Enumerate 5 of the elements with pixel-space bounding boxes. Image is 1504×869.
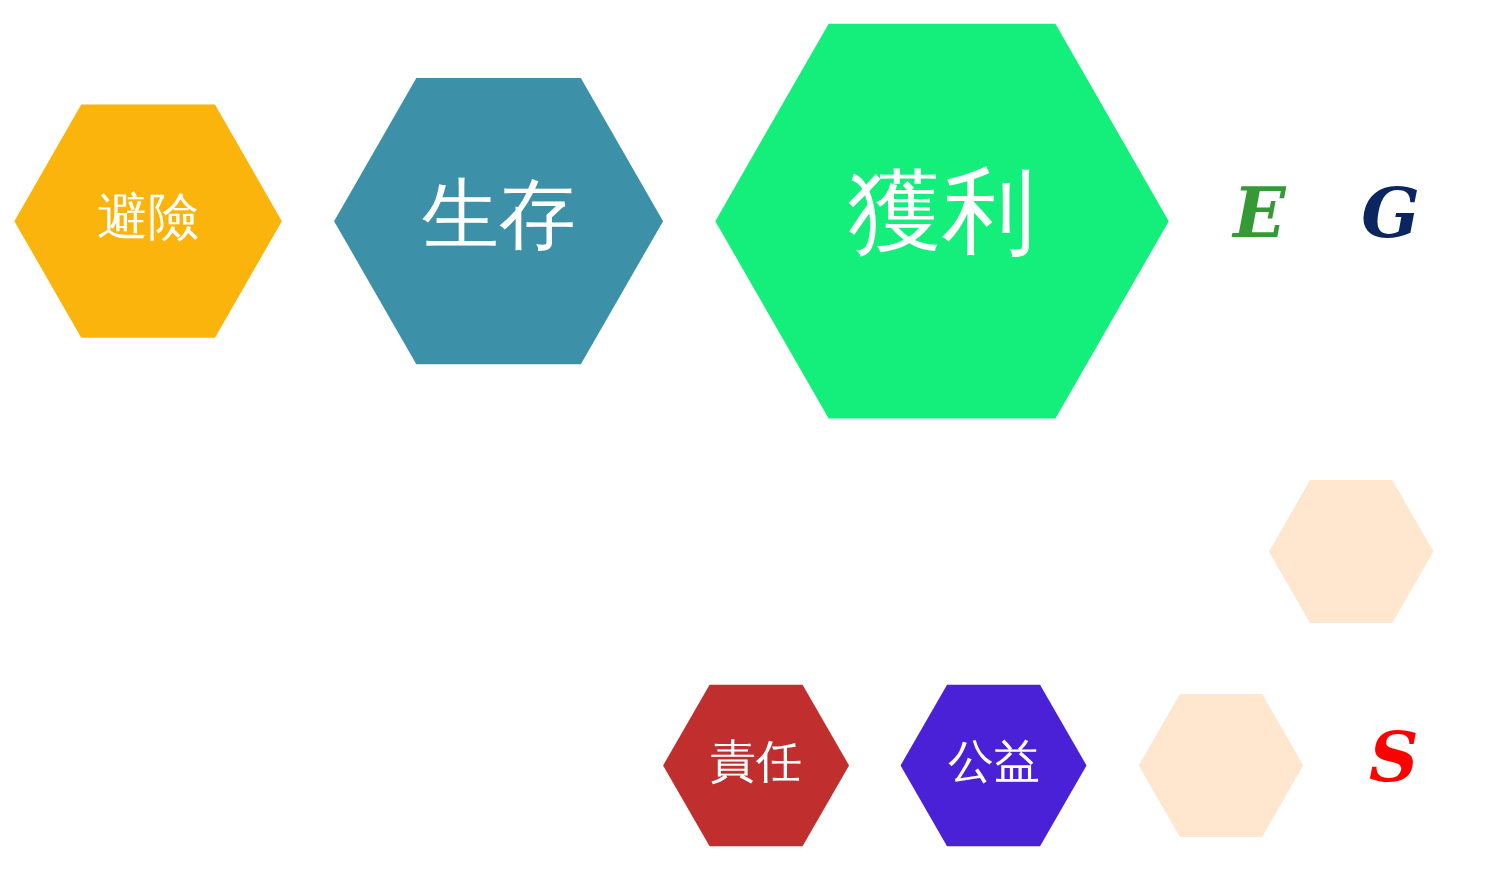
label: E — [1233, 172, 1286, 253]
label: S — [1369, 716, 1419, 797]
node-hexagon — [1268, 479, 1434, 623]
node-hexagon — [1138, 693, 1304, 837]
label: G — [1361, 172, 1420, 253]
